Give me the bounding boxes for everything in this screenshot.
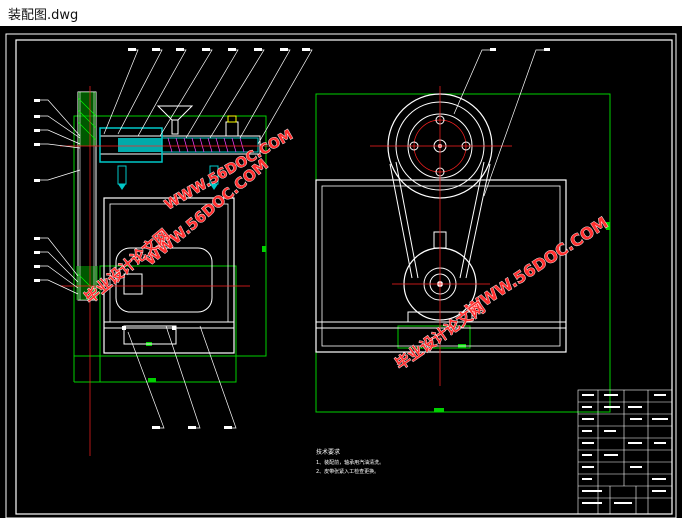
outer-frame <box>5 33 677 518</box>
machine-frame <box>103 197 235 354</box>
title-bar: 装配图.dwg <box>0 0 682 27</box>
drawing-viewport[interactable]: 技术要求 1、装配前，轴承用汽油清洗。 2、皮带张紧入工检查更换。 <box>0 26 682 518</box>
front-view <box>315 48 611 413</box>
dimension-frame <box>99 265 237 383</box>
cad-drawing: 技术要求 1、装配前，轴承用汽油清洗。 2、皮带张紧入工检查更换。 <box>5 33 677 518</box>
watermark-right: WWW.56DOC.COM 毕业设计论文网 <box>392 213 612 374</box>
technical-notes: 技术要求 1、装配前，轴承用汽油清洗。 2、皮带张紧入工检查更换。 <box>316 448 384 475</box>
drawing-border <box>15 39 673 515</box>
watermark-site: WWW.56DOC.COM <box>141 155 272 269</box>
watermark-site: WWW.56DOC.COM <box>462 213 612 319</box>
title-block <box>577 389 673 515</box>
side-view <box>34 48 313 456</box>
notes-heading: 技术要求 <box>316 448 340 456</box>
machine-stand <box>315 179 567 353</box>
notes-line-1: 1、装配前，轴承用汽油清洗。 <box>316 459 384 466</box>
notes-line-2: 2、皮带张紧入工检查更换。 <box>316 468 379 475</box>
feed-hopper <box>156 105 194 121</box>
document-title: 装配图.dwg <box>8 8 79 23</box>
motor <box>115 247 213 313</box>
